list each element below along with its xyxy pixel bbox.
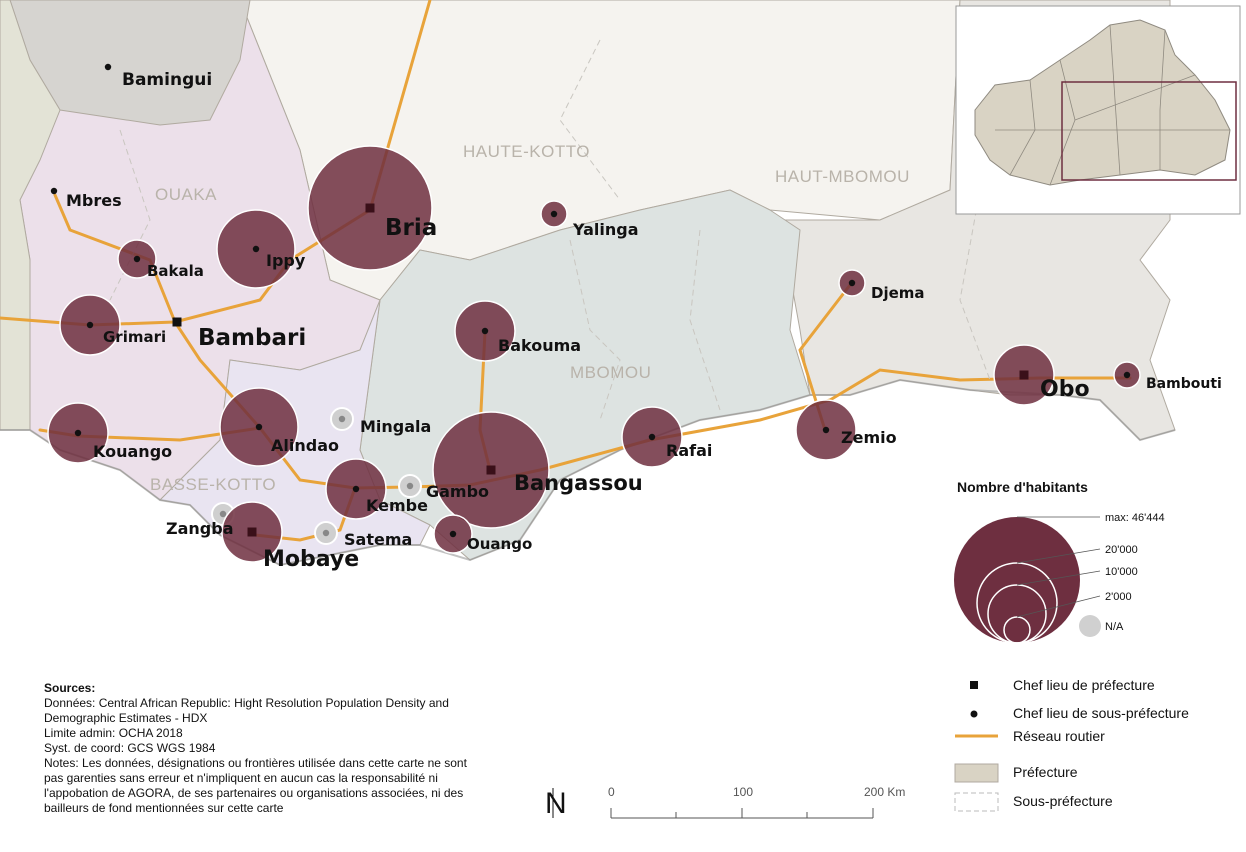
- place-label-bria: Bria: [385, 215, 437, 241]
- sources-title: Sources:: [44, 681, 96, 695]
- place-label-rafai: Rafai: [666, 441, 712, 460]
- subprefecture-marker-mbres: [50, 187, 58, 195]
- subprefecture-marker-djema: [848, 279, 856, 287]
- place-label-alindao: Alindao: [271, 436, 339, 455]
- subprefecture-marker-grimari: [86, 321, 94, 329]
- sources-line-admin: Limite admin: OCHA 2018: [44, 726, 183, 740]
- subprefecture-marker-gambo: [406, 482, 414, 490]
- legend-prefecture: Préfecture: [1013, 764, 1078, 780]
- legend-20000-label: 20'000: [1105, 544, 1138, 556]
- legend-10000-label: 10'000: [1105, 566, 1138, 578]
- place-label-bakouma: Bakouma: [498, 336, 581, 355]
- scale-label-100: 100: [733, 785, 753, 799]
- prefecture-marker-bangassou: [486, 465, 496, 475]
- place-label-kembe: Kembe: [366, 496, 428, 515]
- place-label-bangassou: Bangassou: [514, 471, 643, 495]
- subprefecture-marker-bakouma: [481, 327, 489, 335]
- place-label-ouango: Ouango: [467, 535, 532, 553]
- place-label-satema: Satema: [344, 530, 412, 549]
- prefecture-marker-mobaye: [247, 527, 257, 537]
- prefecture-marker-bambari: [172, 317, 182, 327]
- place-label-bambari: Bambari: [198, 325, 306, 351]
- place-label-zangba: Zangba: [166, 519, 234, 538]
- place-label-obo: Obo: [1040, 377, 1090, 402]
- region-label-mbomou: MBOMOU: [570, 363, 651, 382]
- prefecture-marker-bria: [365, 203, 375, 213]
- place-label-zemio: Zemio: [841, 428, 897, 447]
- subprefecture-marker-kembe: [352, 485, 360, 493]
- subprefecture-marker-bamingui: [104, 63, 112, 71]
- subprefecture-marker-yalinga: [550, 210, 558, 218]
- region-label-haute-kotto: HAUTE-KOTTO: [463, 142, 590, 161]
- sources-line-coord: Syst. de coord: GCS WGS 1984: [44, 741, 216, 755]
- subprefecture-marker-rafai: [648, 433, 656, 441]
- population-legend-title: Nombre d'habitants: [957, 479, 1088, 495]
- place-label-kouango: Kouango: [93, 442, 172, 461]
- region-label-basse-kotto: BASSE-KOTTO: [150, 475, 276, 494]
- subprefecture-marker-zemio: [822, 426, 830, 434]
- legend-na-label: N/A: [1105, 621, 1124, 633]
- north-arrow-label: N: [545, 787, 567, 820]
- subprefecture-marker-bakala: [133, 255, 141, 263]
- place-label-yalinga: Yalinga: [572, 220, 639, 239]
- place-label-mingala: Mingala: [360, 417, 431, 436]
- place-label-gambo: Gambo: [426, 482, 489, 501]
- legend-chef-prefecture: Chef lieu de préfecture: [1013, 677, 1155, 693]
- prefecture-marker-obo: [1019, 370, 1029, 380]
- subprefecture-marker-satema: [322, 529, 330, 537]
- scale-bar: 0 100 200 Km: [608, 785, 905, 819]
- sources-block: Sources: Données: Central African Republ…: [44, 681, 484, 816]
- legend-sous-prefecture: Sous-préfecture: [1013, 793, 1113, 809]
- north-arrow: N: [545, 787, 567, 820]
- region-label-haut-mbomou: HAUT-MBOMOU: [775, 167, 910, 186]
- place-label-bakala: Bakala: [147, 262, 204, 280]
- scale-label-200: 200 Km: [864, 785, 905, 799]
- legend-bubble-max: [954, 517, 1080, 643]
- place-label-grimari: Grimari: [103, 328, 166, 346]
- place-label-bambouti: Bambouti: [1146, 376, 1222, 392]
- subprefecture-marker-bambouti: [1123, 371, 1131, 379]
- place-label-ippy: Ippy: [266, 251, 306, 270]
- population-legend: Nombre d'habitants max: 46'444 20'000 10…: [954, 479, 1165, 644]
- scale-label-0: 0: [608, 785, 615, 799]
- subprefecture-marker-zangba: [219, 510, 227, 518]
- subprefecture-marker-mingala: [338, 415, 346, 423]
- legend-reseau-routier: Réseau routier: [1013, 728, 1105, 744]
- legend-na-circle: [1079, 615, 1101, 637]
- legend-chef-sous-prefecture: Chef lieu de sous-préfecture: [1013, 705, 1189, 721]
- sources-line-notes: Notes: Les données, désignations ou fron…: [44, 756, 467, 815]
- place-label-djema: Djema: [871, 284, 925, 302]
- place-symbols: [50, 63, 1131, 538]
- subprefecture-marker-alindao: [255, 423, 263, 431]
- subprefecture-marker-kouango: [74, 429, 82, 437]
- place-label-bamingui: Bamingui: [122, 70, 212, 90]
- subprefecture-marker-ippy: [252, 245, 260, 253]
- sources-line-data: Données: Central African Republic: Hight…: [44, 696, 449, 725]
- place-label-mobaye: Mobaye: [263, 547, 359, 572]
- inset-map: [955, 5, 1241, 215]
- legend-2000-label: 2'000: [1105, 591, 1132, 603]
- subprefecture-marker-ouango: [449, 530, 457, 538]
- place-label-mbres: Mbres: [66, 191, 122, 210]
- symbol-legend: Chef lieu de préfecture Chef lieu de sou…: [954, 677, 1189, 812]
- region-label-ouaka: OUAKA: [155, 185, 217, 204]
- legend-max-label: max: 46'444: [1105, 512, 1165, 524]
